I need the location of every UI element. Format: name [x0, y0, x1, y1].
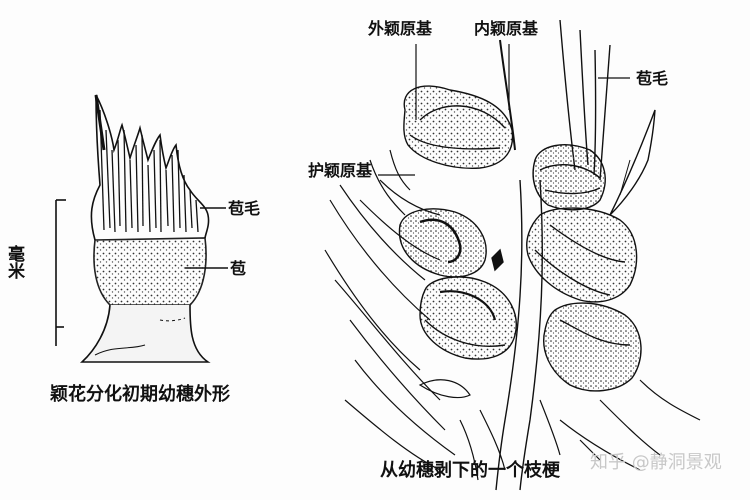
watermark: 知乎 @静洞景观 — [590, 452, 722, 473]
scale-bracket — [55, 199, 66, 346]
label-outer-glume-primordium: 外颖原基 — [368, 19, 433, 38]
branch-drawing — [324, 19, 701, 491]
label-bract-left: 苞 — [230, 259, 247, 278]
scale-label: 毫米 — [4, 245, 24, 279]
label-inner-glume-primordium: 内颖原基 — [474, 19, 539, 38]
label-protective-glume-primordium: 护颖原基 — [308, 161, 373, 180]
label-bract-hair-right: 苞毛 — [636, 69, 669, 88]
label-bract-hair-left: 苞毛 — [228, 199, 261, 218]
caption-left: 颖花分化初期幼穗外形 — [50, 384, 230, 405]
young-panicle-drawing — [55, 94, 228, 363]
caption-right: 从幼穗剥下的一个枝梗 — [380, 460, 560, 481]
